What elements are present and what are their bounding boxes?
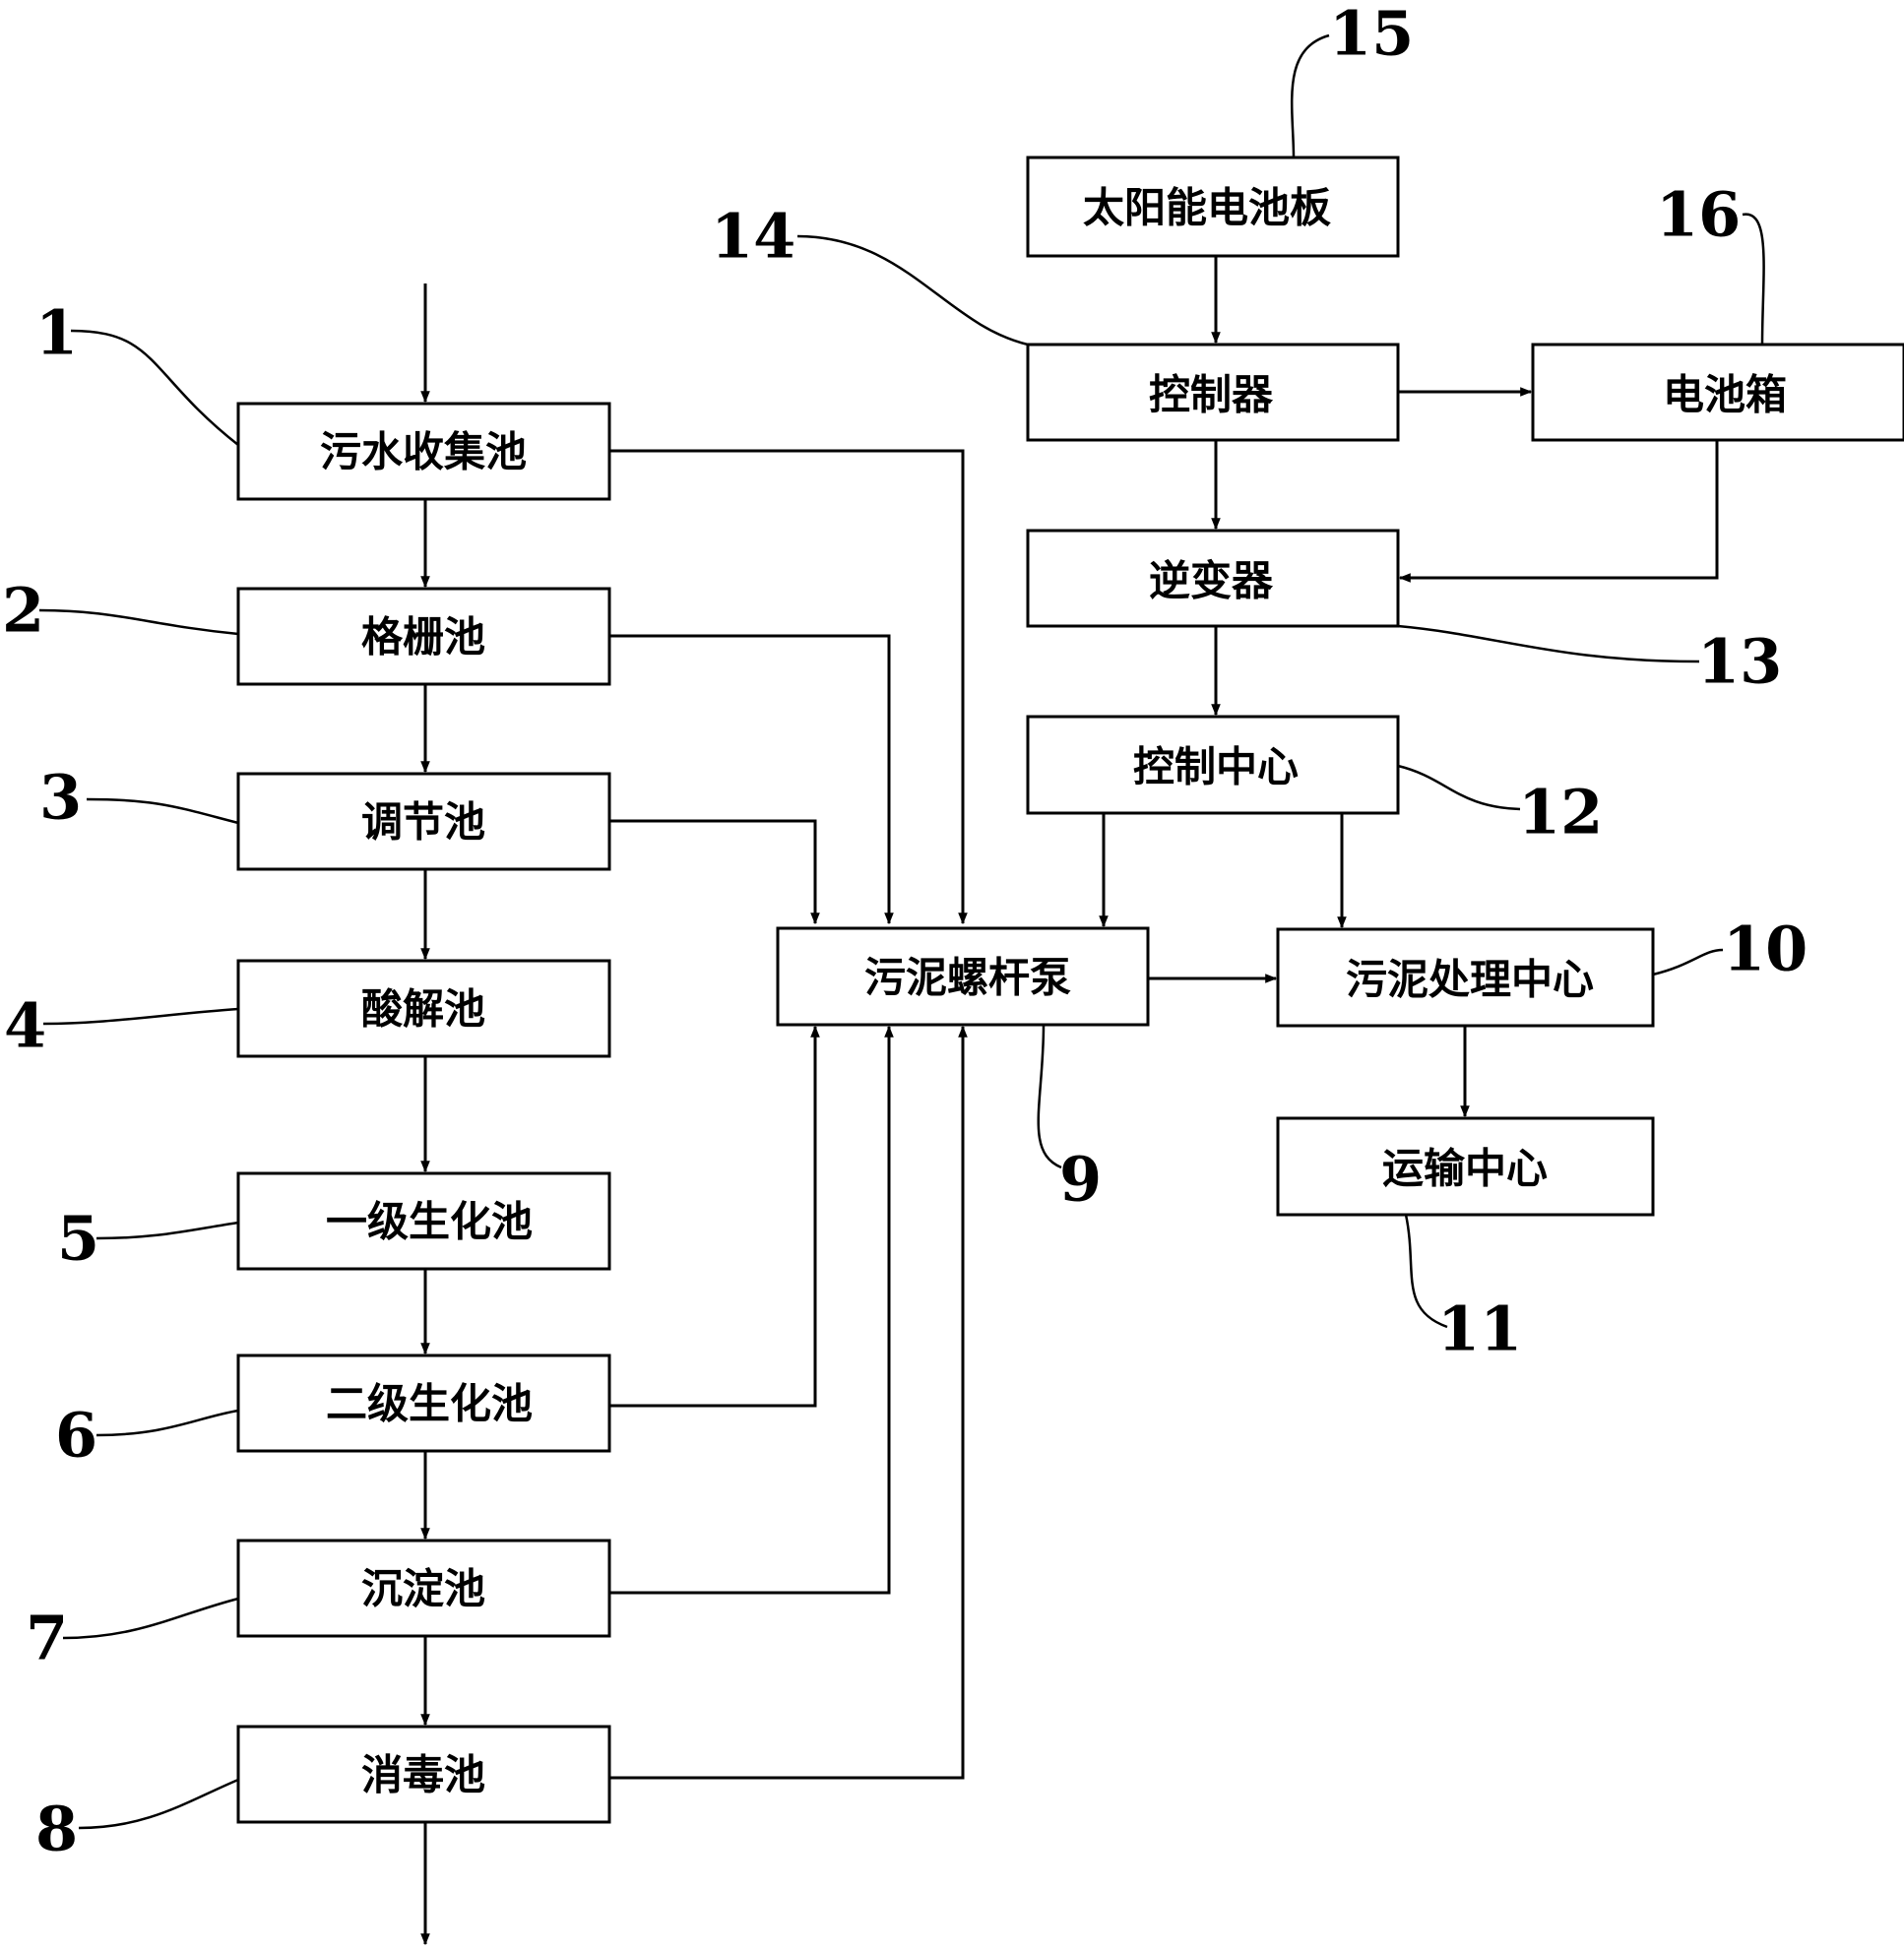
- leader-8: [78, 1778, 239, 1830]
- ref-label-7: 7: [26, 1603, 68, 1674]
- sludge-pipes: [609, 449, 968, 1780]
- leader-5: [95, 1221, 239, 1240]
- node-label: 运输中心: [1382, 1145, 1548, 1193]
- node-sedimentation-tank: 沉淀池: [236, 1539, 611, 1638]
- node-acidolysis-tank: 酸解池: [236, 959, 611, 1058]
- pipe-from-regulating-tank: [609, 819, 820, 925]
- ref-label-5: 5: [57, 1203, 99, 1275]
- leader-4: [42, 1007, 239, 1026]
- pipe-from-grille-tank: [609, 634, 894, 925]
- node-battery-box: 电池箱: [1531, 343, 1904, 442]
- node-control-center: 控制中心: [1026, 715, 1400, 815]
- ref-label-10: 10: [1723, 913, 1808, 985]
- leader-7: [62, 1597, 239, 1640]
- node-label: 调节池: [361, 798, 485, 847]
- leader-12: [1397, 764, 1521, 811]
- ref-label-16: 16: [1656, 179, 1741, 251]
- node-label: 一级生化池: [326, 1198, 533, 1246]
- node-label: 太阳能电池板: [1083, 184, 1331, 232]
- node-transport-center: 运输中心: [1276, 1116, 1655, 1217]
- leader-lines: [38, 33, 1765, 1830]
- node-sludge-treatment-center: 污泥处理中心: [1276, 927, 1655, 1028]
- node-label: 污水收集池: [320, 428, 527, 476]
- leader-16: [1742, 213, 1765, 346]
- leader-3: [86, 797, 239, 825]
- node-label: 逆变器: [1149, 557, 1274, 605]
- ref-label-4: 4: [4, 990, 46, 1062]
- node-sludge-screw-pump: 污泥螺杆泵: [776, 926, 1150, 1027]
- node-label: 酸解池: [361, 985, 485, 1034]
- node-inverter: 逆变器: [1026, 529, 1400, 628]
- node-sewage-collection-tank: 污水收集池: [236, 402, 611, 501]
- ref-label-8: 8: [35, 1794, 78, 1865]
- ref-label-1: 1: [35, 297, 78, 369]
- node-label: 污泥处理中心: [1346, 956, 1594, 1004]
- node-controller: 控制器: [1026, 343, 1400, 442]
- leader-2: [38, 608, 239, 636]
- node-label: 格栅池: [361, 613, 485, 661]
- leader-13: [1397, 624, 1700, 663]
- node-label: 控制器: [1149, 371, 1274, 419]
- treatment-chain: 污水收集池 格栅池 调节池 酸解池 一级生化池 二级生化池: [236, 283, 611, 1946]
- leader-15: [1290, 33, 1330, 158]
- pipe-from-sedimentation-tank: [609, 1025, 894, 1595]
- ref-label-11: 11: [1437, 1293, 1522, 1365]
- ref-label-15: 15: [1329, 0, 1414, 70]
- ref-label-3: 3: [39, 762, 82, 834]
- ref-label-6: 6: [55, 1400, 97, 1472]
- node-grille-tank: 格栅池: [236, 587, 611, 686]
- node-label: 消毒池: [361, 1751, 485, 1799]
- ref-label-9: 9: [1059, 1144, 1102, 1216]
- pipe-from-secondary-biochemical-tank: [609, 1025, 820, 1408]
- node-label: 污泥螺杆泵: [864, 954, 1071, 1002]
- reference-numerals: 1 2 3 4 5 6 7 8 9 10 11 12 13 14 15 16: [2, 0, 1808, 1865]
- node-label: 沉淀池: [361, 1565, 485, 1613]
- leader-14: [796, 234, 1029, 346]
- leader-1: [70, 329, 239, 446]
- node-label: 电池箱: [1663, 371, 1787, 419]
- node-secondary-biochemical-tank: 二级生化池: [236, 1354, 611, 1453]
- node-label: 二级生化池: [326, 1380, 533, 1428]
- node-disinfection-tank: 消毒池: [236, 1725, 611, 1824]
- pipe-from-disinfection-tank: [609, 1025, 968, 1780]
- leader-11: [1404, 1214, 1448, 1329]
- pipe-from-collection-tank: [609, 449, 968, 925]
- ref-label-14: 14: [711, 201, 795, 273]
- node-regulating-tank: 调节池: [236, 772, 611, 871]
- leader-9: [1037, 1024, 1062, 1169]
- node-label: 控制中心: [1133, 743, 1299, 791]
- node-primary-biochemical-tank: 一级生化池: [236, 1171, 611, 1271]
- leader-10: [1652, 948, 1724, 976]
- leader-6: [95, 1409, 239, 1437]
- ref-label-2: 2: [2, 575, 44, 647]
- ref-label-13: 13: [1697, 626, 1782, 698]
- node-solar-panel: 太阳能电池板: [1026, 156, 1400, 258]
- ref-label-12: 12: [1518, 777, 1603, 849]
- battery-to-inverter: [1398, 440, 1719, 583]
